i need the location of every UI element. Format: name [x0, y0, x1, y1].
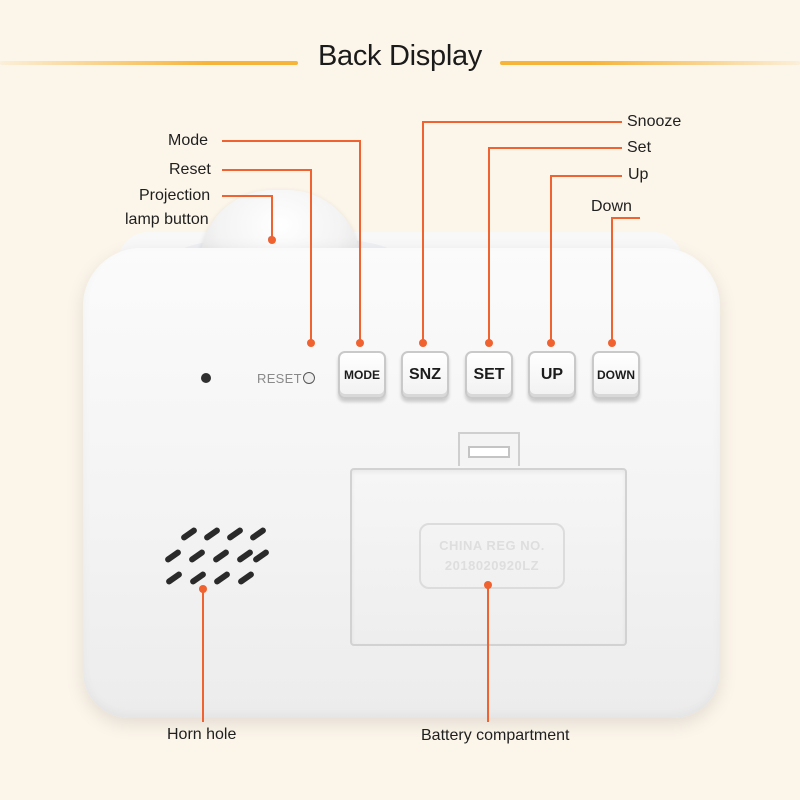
dot-reset: [307, 339, 315, 347]
leader-set: [488, 147, 622, 343]
label-up: Up: [628, 166, 649, 183]
label-projection-1: Projection: [139, 187, 211, 204]
cert-emboss-box: [419, 523, 565, 589]
page-title: Back Display: [317, 40, 482, 72]
label-set: Set: [627, 139, 652, 156]
label-mode: Mode: [168, 132, 209, 149]
cert-line-2: 2018020920LZ: [444, 558, 540, 573]
dot-snooze: [419, 339, 427, 347]
label-reset: Reset: [169, 161, 211, 178]
leader-mode: [222, 140, 361, 343]
title-rule-right: [500, 61, 800, 65]
dot-projection: [268, 236, 276, 244]
dot-battery: [484, 581, 492, 589]
leader-down: [611, 217, 640, 343]
dot-horn: [199, 585, 207, 593]
label-snooze: Snooze: [627, 113, 682, 130]
dot-down: [608, 339, 616, 347]
leader-snooze: [422, 121, 622, 343]
reset-imprint: RESET: [257, 371, 302, 386]
label-horn-hole: Horn hole: [167, 726, 237, 743]
snooze-button[interactable]: SNZ: [401, 351, 449, 399]
dot-up: [547, 339, 555, 347]
down-button[interactable]: DOWN: [592, 351, 640, 399]
title-rule-left: [0, 61, 298, 65]
up-button[interactable]: UP: [528, 351, 576, 399]
sensor-hole: [201, 373, 211, 383]
label-battery-compartment: Battery compartment: [421, 727, 570, 744]
dot-set: [485, 339, 493, 347]
label-projection-2: lamp button: [125, 211, 209, 228]
reset-button[interactable]: [303, 372, 315, 384]
battery-latch-tab: [468, 446, 510, 458]
mode-button[interactable]: MODE: [338, 351, 386, 399]
leader-up: [550, 175, 622, 343]
leader-reset: [222, 169, 312, 343]
cert-line-1: CHINA REG NO.: [439, 538, 545, 553]
set-button[interactable]: SET: [465, 351, 513, 399]
dot-mode: [356, 339, 364, 347]
label-down: Down: [591, 198, 632, 215]
leader-projection: [222, 195, 273, 240]
